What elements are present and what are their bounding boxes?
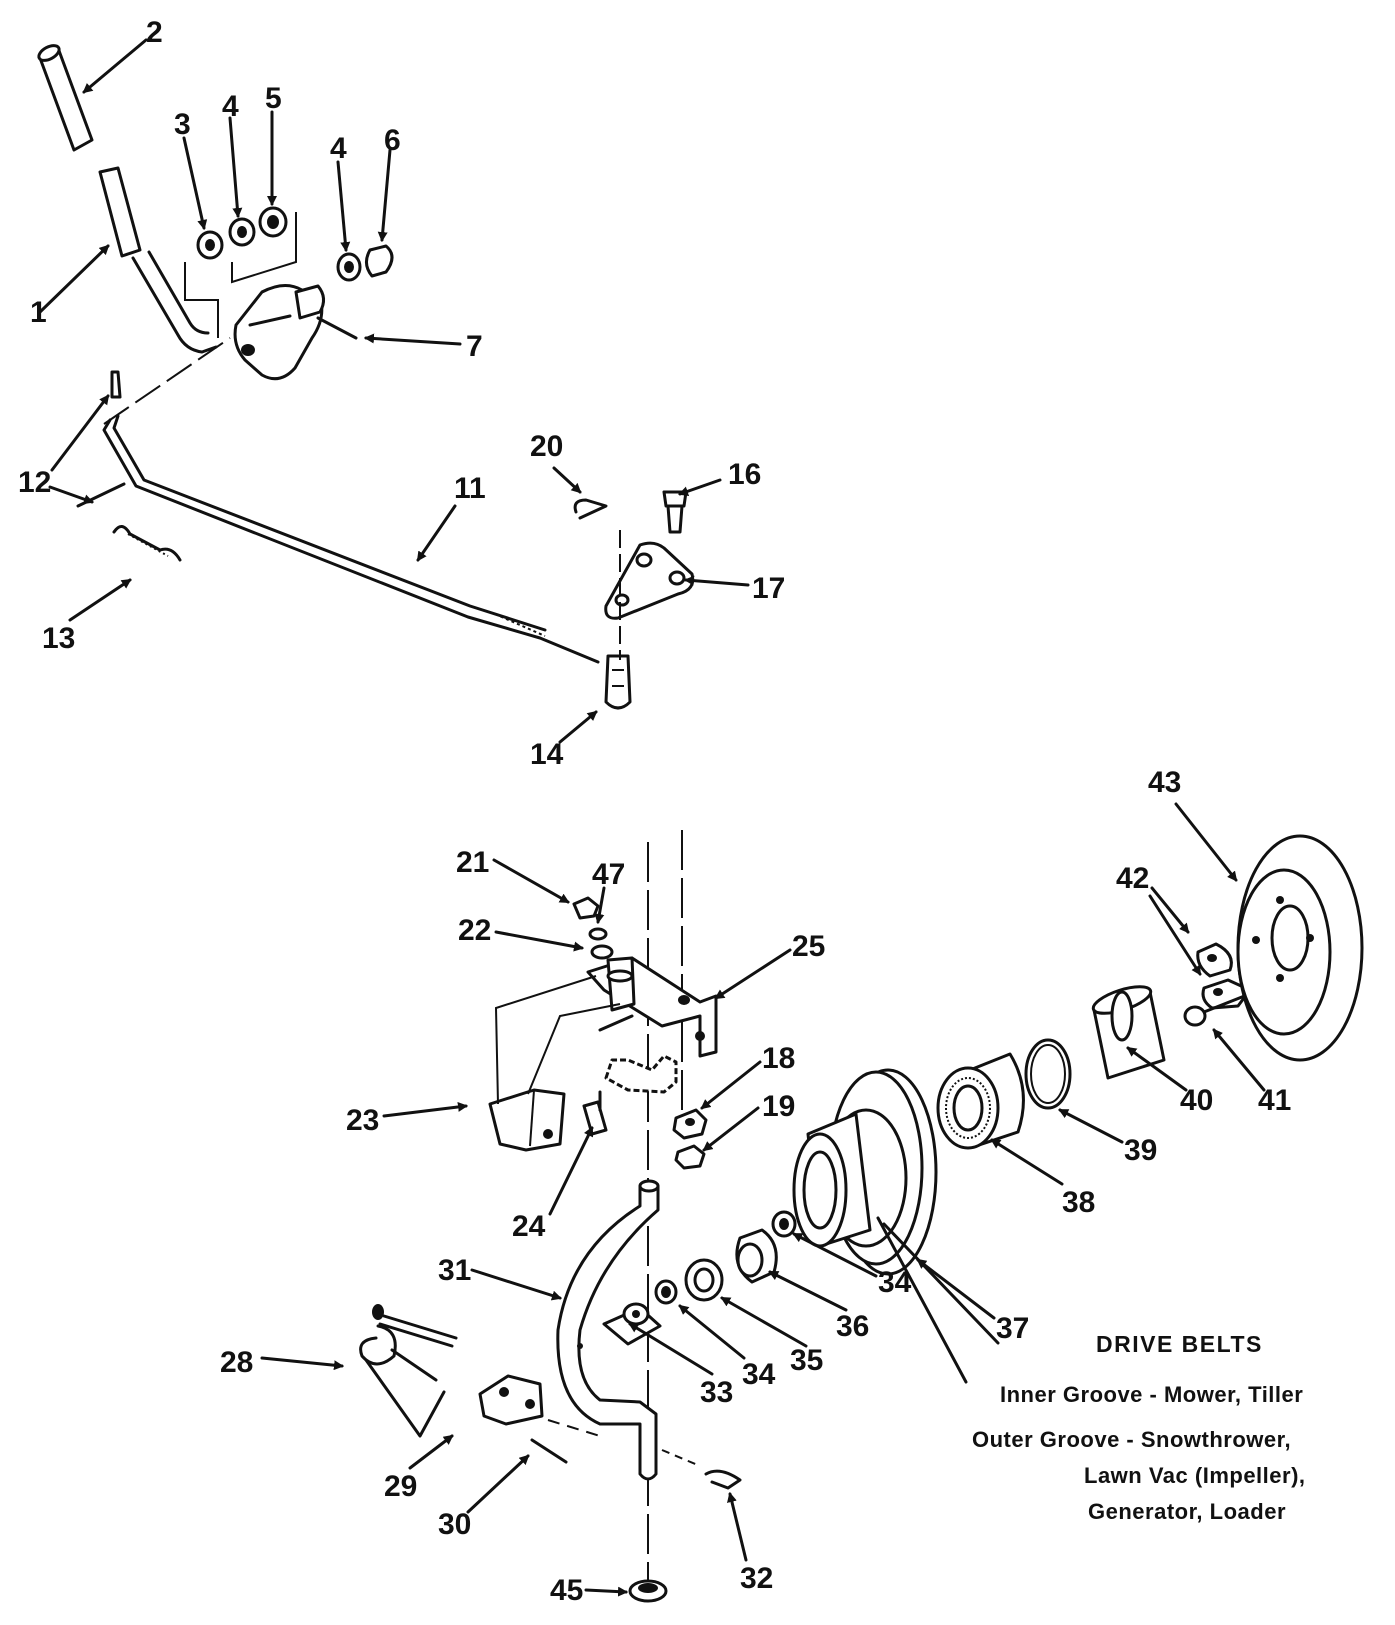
idler-arm: [556, 1179, 660, 1481]
retainer-clip: [704, 1469, 742, 1490]
callout-34: 34: [878, 1266, 912, 1299]
callout-14: 14: [530, 738, 564, 771]
callout-33: 33: [700, 1376, 733, 1409]
outer-groove-note-3: Generator, Loader: [1088, 1499, 1286, 1524]
needle-bearing: [936, 1052, 1025, 1150]
callout-12: 12: [18, 466, 51, 499]
callout-22: 22: [458, 914, 491, 947]
callout-24: 24: [512, 1210, 546, 1243]
callout-4: 4: [222, 90, 239, 123]
callout-18: 18: [762, 1042, 795, 1075]
drive-belts-title: DRIVE BELTS: [1096, 1331, 1263, 1357]
callout-47: 47: [592, 858, 625, 891]
retaining-ring-inner: [1030, 1044, 1066, 1104]
cotter-pins: [76, 370, 126, 508]
retaining-ring: [1024, 1038, 1072, 1110]
callout-6: 6: [384, 124, 401, 157]
drive-pulley: [1236, 834, 1364, 1062]
callout-32: 32: [740, 1562, 773, 1595]
callout-40: 40: [1180, 1084, 1213, 1117]
control-rod: [102, 337, 600, 664]
callout-29: 29: [384, 1470, 417, 1503]
callout-3: 3: [174, 108, 191, 141]
extension-spring: [112, 525, 182, 562]
clevis-pin: [530, 1438, 568, 1464]
callout-28: 28: [220, 1346, 253, 1379]
clip-axis: [661, 1449, 701, 1467]
callout-13: 13: [42, 622, 75, 655]
bearing-washers: [654, 1210, 797, 1305]
callout-19: 19: [762, 1090, 795, 1123]
spacer-tube: [1091, 985, 1166, 1080]
hairpin-clip: [573, 498, 608, 520]
callout-38: 38: [1062, 1186, 1095, 1219]
callout-2: 2: [146, 16, 163, 49]
outer-groove-note-1: Outer Groove - Snowthrower,: [972, 1427, 1291, 1452]
outer-groove-leader: [876, 1216, 968, 1384]
callout-16: 16: [728, 458, 761, 491]
lock-nut: [628, 1579, 668, 1603]
double-groove-pulley: [792, 1068, 938, 1276]
callout-20: 20: [530, 430, 563, 463]
callout-7: 7: [466, 330, 483, 363]
callout-41: 41: [1258, 1084, 1291, 1117]
lever-plate: [233, 284, 325, 381]
callout-21: 21: [456, 846, 489, 879]
carriage-bolt: [662, 490, 688, 534]
callout-37: 37: [996, 1312, 1029, 1345]
control-lever: [98, 166, 218, 354]
flange-nut-and-locknut: [672, 1108, 708, 1170]
callout-11: 11: [454, 472, 486, 505]
callout-35: 35: [790, 1344, 823, 1377]
callout-36: 36: [836, 1310, 869, 1343]
outer-groove-note-2: Lawn Vac (Impeller),: [1084, 1463, 1306, 1488]
handle-grip: [37, 44, 94, 152]
callout-31: 31: [438, 1254, 471, 1287]
callout-17: 17: [752, 572, 785, 605]
callout-45: 45: [550, 1574, 583, 1607]
washer-set-lower: [336, 244, 394, 282]
clevis: [478, 1374, 601, 1437]
inner-groove-leader: [882, 1222, 1000, 1345]
hex-bolts: [582, 1014, 678, 1136]
callout-25: 25: [792, 930, 825, 963]
roll-pin: [316, 316, 358, 340]
callout-30: 30: [438, 1508, 471, 1541]
callout-43: 43: [1148, 766, 1181, 799]
nut-washer-stack: [572, 896, 614, 960]
callout-42: 42: [1116, 862, 1149, 895]
callout-labels: 1 2 3 4 5 4 6 7 12 11 13 20 16 17 14 43 …: [18, 16, 1291, 1607]
callout-5: 5: [265, 82, 282, 115]
washer-set-upper: [184, 206, 297, 338]
drive-belts-notes: DRIVE BELTS Inner Groove - Mower, Tiller…: [972, 1331, 1306, 1524]
triangular-bracket: [604, 530, 695, 660]
rod-clip: [604, 654, 632, 710]
callout-1: 1: [30, 296, 47, 329]
mounting-bracket: [586, 956, 718, 1058]
callout-arrows: [38, 38, 1266, 1597]
callout-39: 39: [1124, 1134, 1157, 1167]
callout-34: 34: [742, 1358, 776, 1391]
callout-4: 4: [330, 132, 347, 165]
torsion-spring: [359, 1304, 458, 1438]
pivot-bracket: [488, 975, 621, 1152]
callout-23: 23: [346, 1104, 379, 1137]
inner-groove-note: Inner Groove - Mower, Tiller: [1000, 1382, 1303, 1407]
